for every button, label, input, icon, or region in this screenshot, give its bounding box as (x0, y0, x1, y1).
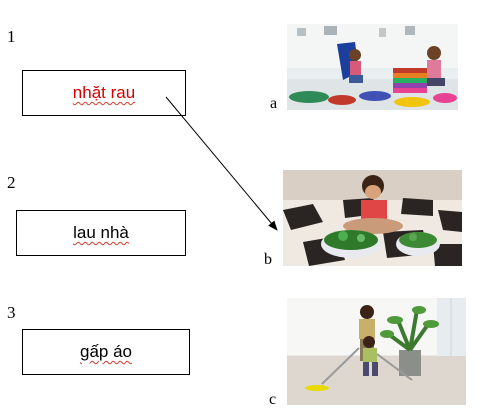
phrase-text-1: nhặt rau (72, 83, 136, 102)
picture-letter-a: a (270, 95, 278, 112)
phrase-box-3[interactable]: gấp áo (22, 329, 190, 375)
folding-clothes-photo[interactable] (287, 24, 458, 110)
phrase-text-2: lau nhà (73, 223, 129, 242)
item-number-3: 3 (7, 303, 16, 322)
item-number-2: 2 (7, 173, 16, 192)
picture-letter-b: b (264, 251, 272, 268)
picking-vegetables-photo[interactable] (283, 170, 462, 266)
mopping-floor-photo[interactable] (287, 298, 466, 405)
phrase-box-1[interactable]: nhặt rau (22, 70, 186, 116)
phrase-text-3: gấp áo (80, 342, 132, 361)
phrase-box-2[interactable]: lau nhà (16, 210, 186, 256)
item-number-1: 1 (7, 27, 16, 46)
picture-letter-c: c (269, 391, 277, 408)
